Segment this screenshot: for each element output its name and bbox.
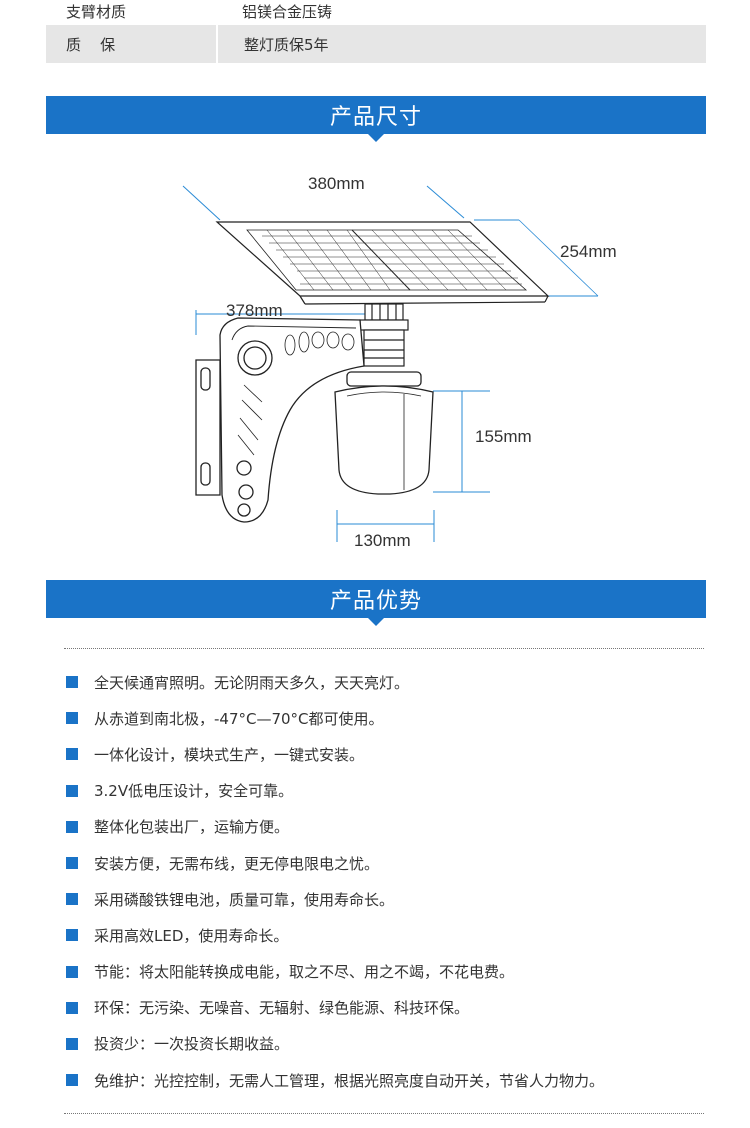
spec-value: 整灯质保5年 <box>244 35 329 54</box>
list-item: 全天候通宵照明。无论阴雨天多久，天天亮灯。 <box>66 664 726 700</box>
advantage-text: 从赤道到南北极，-47°C—70°C都可使用。 <box>94 709 384 728</box>
section-title: 产品尺寸 <box>329 105 422 130</box>
advantage-list: 全天候通宵照明。无论阴雨天多久，天天亮灯。 从赤道到南北极，-47°C—70°C… <box>66 664 726 1098</box>
list-item: 节能：将太阳能转换成电能，取之不尽、用之不竭，不花电费。 <box>66 954 726 990</box>
advantage-text: 一体化设计，模块式生产，一键式安装。 <box>94 745 365 764</box>
bullet-square-icon <box>66 784 78 797</box>
bullet-square-icon <box>66 1001 78 1014</box>
section-header-advantages: 产品优势 <box>46 580 706 626</box>
spec-row-warranty: 质 保 整灯质保5年 <box>46 25 706 63</box>
bullet-square-icon <box>66 929 78 942</box>
spec-key: 质 保 <box>66 35 116 54</box>
list-item: 环保：无污染、无噪音、无辐射、绿色能源、科技环保。 <box>66 990 726 1026</box>
divider-top <box>64 648 704 649</box>
product-dimension-drawing: 380mm 254mm 378mm 155mm 130mm <box>182 174 617 550</box>
bullet-square-icon <box>66 893 78 906</box>
solar-panel <box>215 221 550 305</box>
list-item: 从赤道到南北极，-47°C—70°C都可使用。 <box>66 700 726 736</box>
list-item: 投资少：一次投资长期收益。 <box>66 1026 726 1062</box>
spec-value: 铝镁合金压铸 <box>242 2 333 21</box>
list-item: 安装方便，无需布线，更无停电限电之忧。 <box>66 845 726 881</box>
advantage-text: 免维护：光控控制，无需人工管理，根据光照亮度自动开关，节省人力物力。 <box>94 1071 605 1090</box>
advantage-text: 3.2V低电压设计，安全可靠。 <box>94 782 294 801</box>
dimension-label-lamp-height: 155mm <box>475 427 532 446</box>
advantage-text: 投资少：一次投资长期收益。 <box>94 1035 290 1054</box>
bullet-square-icon <box>66 1074 78 1087</box>
panel-mount <box>359 303 409 367</box>
advantage-text: 采用高效LED，使用寿命长。 <box>94 926 289 945</box>
list-item: 采用高效LED，使用寿命长。 <box>66 917 726 953</box>
list-item: 一体化设计，模块式生产，一键式安装。 <box>66 736 726 772</box>
advantage-text: 节能：将太阳能转换成电能，取之不尽、用之不竭，不花电费。 <box>94 963 515 982</box>
list-item: 3.2V低电压设计，安全可靠。 <box>66 773 726 809</box>
bullet-square-icon <box>66 1037 78 1050</box>
list-item: 整体化包装出厂，运输方便。 <box>66 809 726 845</box>
spec-row-arm-material: 支臂材质 铝镁合金压铸 <box>46 0 706 22</box>
advantage-text: 环保：无污染、无噪音、无辐射、绿色能源、科技环保。 <box>94 999 470 1018</box>
advantage-text: 安装方便，无需布线，更无停电限电之忧。 <box>94 854 380 873</box>
divider-bottom <box>64 1113 704 1114</box>
advantage-text: 全天候通宵照明。无论阴雨天多久，天天亮灯。 <box>94 673 410 692</box>
bullet-square-icon <box>66 712 78 725</box>
spec-key: 支臂材质 <box>66 2 127 21</box>
bullet-square-icon <box>66 857 78 870</box>
bullet-square-icon <box>66 676 78 689</box>
list-item: 采用磷酸铁锂电池，质量可靠，使用寿命长。 <box>66 881 726 917</box>
section-title: 产品优势 <box>329 589 422 614</box>
section-header-size: 产品尺寸 <box>46 96 706 142</box>
advantage-text: 采用磷酸铁锂电池，质量可靠，使用寿命长。 <box>94 890 395 909</box>
advantage-text: 整体化包装出厂，运输方便。 <box>94 818 290 837</box>
section-notch <box>367 133 385 142</box>
dimension-label-lamp-width: 130mm <box>354 531 411 550</box>
lamp-head <box>334 371 434 495</box>
dimension-label-arm-length: 378mm <box>226 301 283 320</box>
dimension-label-panel-width: 380mm <box>308 174 365 193</box>
spec-divider <box>216 25 218 63</box>
bullet-square-icon <box>66 965 78 978</box>
dimension-label-panel-depth: 254mm <box>560 242 617 261</box>
section-notch <box>367 617 385 626</box>
bullet-square-icon <box>66 820 78 833</box>
bullet-square-icon <box>66 748 78 761</box>
wall-bracket <box>195 317 365 523</box>
list-item: 免维护：光控控制，无需人工管理，根据光照亮度自动开关，节省人力物力。 <box>66 1062 726 1098</box>
dimension-lines <box>182 185 599 542</box>
